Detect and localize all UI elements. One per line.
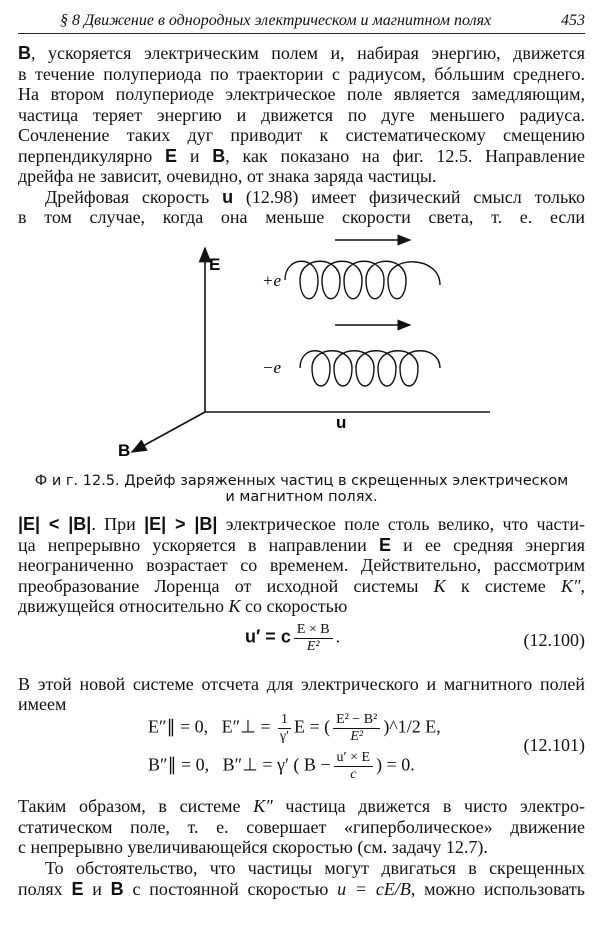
text-line: |E| < |B|. При |E| > |B| электрическое п… — [18, 514, 586, 534]
figure-drift-diagram: E u B +e −e — [118, 234, 490, 460]
b-axis-label: B — [118, 441, 130, 460]
page-number: 453 — [561, 12, 585, 29]
text-line: B, ускоряется электрическим полем и, наб… — [18, 43, 585, 63]
minus-e-label: −e — [262, 358, 281, 377]
text-line: в течение полупериода по траектории с ра… — [18, 64, 585, 84]
figure-caption-line: и магнитном полях. — [225, 489, 378, 505]
positive-charge-trajectory — [284, 260, 441, 300]
figure-caption-line: Ф и г. 12.5. Дрейф заряженных частиц в с… — [34, 473, 569, 489]
text-line: преобразование Лоренца от исходной систе… — [18, 576, 586, 596]
negative-charge-trajectory — [299, 350, 441, 387]
text-line: Сочленение таких дуг приводит к системат… — [18, 125, 585, 145]
equation-number: (12.100) — [523, 630, 586, 650]
text-line: перпендикулярно E и B, как показано на ф… — [18, 146, 585, 166]
text-line: То обстоятельство, что частицы могут дви… — [45, 858, 585, 878]
text-line: дрейфа не зависит, очевидно, от знака за… — [18, 166, 437, 186]
text-line: ца непрерывно ускоряется в направлении E… — [18, 535, 585, 555]
text-line: полях E и B с постоянной скоростью u = c… — [18, 879, 585, 899]
e-axis-label: E — [209, 255, 220, 274]
text-line: Дрейфовая скорость u (12.98) имеет физич… — [45, 187, 585, 207]
text-line: с непрерывно увеличивающейся скоростью (… — [18, 837, 488, 857]
header-title: § 8 Движение в однородных электрическом … — [60, 12, 492, 29]
equation-number: (12.101) — [523, 735, 586, 755]
text-line: В этой новой системе отсчета для электри… — [18, 674, 585, 694]
text-line: неограниченно возрастает со временем. Де… — [18, 555, 585, 575]
text-line: в том случае, когда она меньше скорости … — [18, 207, 585, 227]
text-line: На втором полупериоде электрическое поле… — [18, 84, 585, 104]
text-line: движущейся относительно K со скоростью — [18, 596, 348, 616]
text-line: имеем — [18, 694, 67, 714]
plus-e-label: +e — [262, 271, 281, 290]
text-line: статическом поле, т. е. совершает «гипер… — [18, 817, 585, 837]
u-axis-label: u — [336, 413, 346, 432]
header-rule — [18, 33, 585, 34]
b-axis — [130, 411, 206, 453]
text-line: Таким образом, в системе K″ частица движ… — [18, 796, 585, 816]
text-line: частица теряет энергию и движется по дуг… — [18, 105, 585, 125]
running-header: § 8 Движение в однородных электрическом … — [60, 12, 585, 30]
